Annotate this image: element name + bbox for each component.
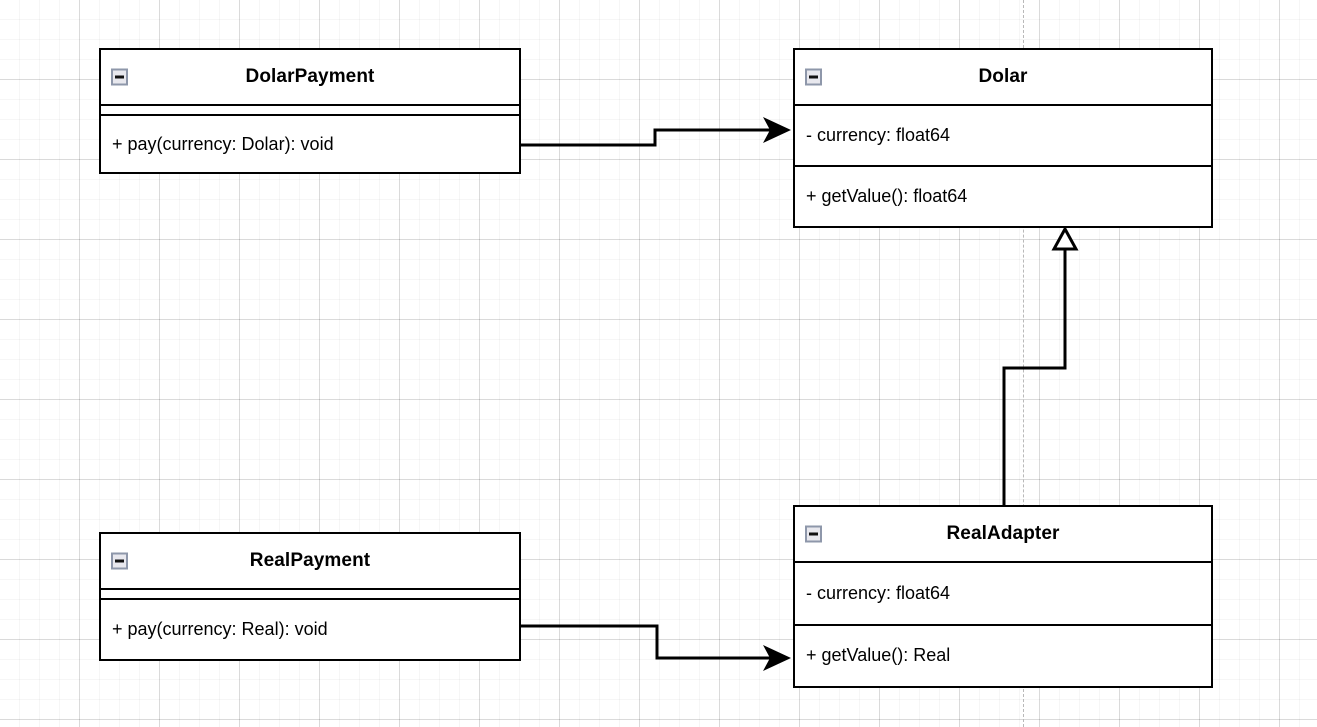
uml-attributes-section <box>101 106 519 114</box>
connector-realadapter-to-dolar[interactable] <box>1002 225 1079 505</box>
uml-methods-section: + pay(currency: Dolar): void <box>101 114 519 172</box>
solid-arrowhead-icon <box>763 645 791 671</box>
uml-method-item: + getValue(): Real <box>806 645 951 666</box>
collapse-minus-icon[interactable] <box>805 68 822 86</box>
uml-class-header: RealPayment <box>101 534 519 590</box>
uml-method-item: + pay(currency: Real): void <box>112 619 328 639</box>
uml-class-dolar-payment[interactable]: DolarPayment + pay(currency: Dolar): voi… <box>99 48 521 174</box>
uml-class-header: RealAdapter <box>795 507 1211 563</box>
uml-class-name: RealAdapter <box>946 523 1060 544</box>
uml-class-real-adapter[interactable]: RealAdapter - currency: float64 + getVal… <box>793 505 1213 688</box>
uml-class-dolar[interactable]: Dolar - currency: float64 + getValue(): … <box>793 48 1213 228</box>
uml-methods-section: + getValue(): float64 <box>795 165 1211 226</box>
uml-class-name: RealPayment <box>249 550 371 571</box>
connector-path <box>521 624 787 660</box>
uml-attributes-section <box>101 590 519 598</box>
uml-class-header: Dolar <box>795 50 1211 106</box>
connector-path <box>1002 243 1067 505</box>
connector-path <box>521 128 787 147</box>
connector-realpayment-to-realadapter[interactable] <box>521 624 791 671</box>
uml-attributes-section: - currency: float64 <box>795 563 1211 624</box>
connector-dolarpayment-to-dolar[interactable] <box>521 117 791 147</box>
collapse-minus-icon[interactable] <box>111 552 128 570</box>
collapse-minus-icon[interactable] <box>805 525 822 543</box>
uml-methods-section: + pay(currency: Real): void <box>101 598 519 659</box>
uml-methods-section: + getValue(): Real <box>795 623 1211 687</box>
uml-method-item: + pay(currency: Dolar): void <box>112 133 334 154</box>
uml-attributes-section: - currency: float64 <box>795 106 1211 165</box>
collapse-minus-icon[interactable] <box>111 68 128 86</box>
hollow-triangle-arrowhead-icon <box>1051 225 1079 251</box>
uml-class-name: DolarPayment <box>245 66 375 87</box>
uml-attribute-item: - currency: float64 <box>806 582 951 603</box>
solid-arrowhead-icon <box>763 117 791 143</box>
uml-class-real-payment[interactable]: RealPayment + pay(currency: Real): void <box>99 532 521 661</box>
uml-method-item: + getValue(): float64 <box>806 186 968 206</box>
uml-attribute-item: - currency: float64 <box>806 125 951 145</box>
uml-class-header: DolarPayment <box>101 50 519 106</box>
uml-class-name: Dolar <box>978 66 1028 87</box>
